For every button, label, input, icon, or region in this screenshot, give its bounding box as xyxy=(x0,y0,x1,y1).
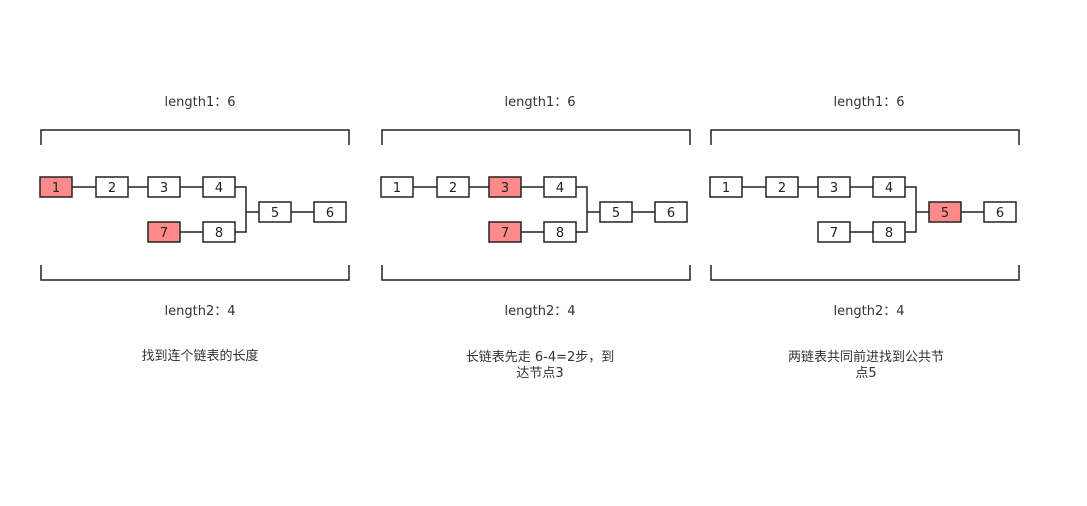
panel-1-node-7-box xyxy=(147,221,181,243)
panel-2-merge-bracket xyxy=(576,186,588,233)
panel-3-node-6-box xyxy=(983,201,1017,223)
panel-1-node-4-label: 4 xyxy=(215,181,223,196)
panel-3-node-8-label: 8 xyxy=(885,226,893,241)
panel-3-node-2-box xyxy=(765,176,799,198)
panel-1-node-2-box xyxy=(95,176,129,198)
panel-3-bottom-bracket xyxy=(710,265,1020,281)
panel-2-node-5-label: 5 xyxy=(612,206,620,221)
panel-1-merge-bracket xyxy=(235,186,247,233)
panel-3-node-5-label: 5 xyxy=(941,206,949,221)
panel-1-node-1-box xyxy=(39,176,73,198)
panel-3-node-2-label: 2 xyxy=(778,181,786,196)
panel-3-caption-line-2: 点5 xyxy=(855,366,877,381)
panel-1-length2-label: length2：4 xyxy=(164,304,236,319)
panel-2-top-bracket xyxy=(381,129,691,145)
panel-3-length2-label: length2：4 xyxy=(833,304,905,319)
panel-2-node-2-label: 2 xyxy=(449,181,457,196)
panel-2-node-2-box xyxy=(436,176,470,198)
panel-1-node-8-label: 8 xyxy=(215,226,223,241)
panel-2-caption-line-1: 长链表先走 6-4=2步，到 xyxy=(465,350,615,365)
panel-2-length2-label: length2：4 xyxy=(504,304,576,319)
panel-3-node-8-box xyxy=(872,221,906,243)
panel-1-node-3-label: 3 xyxy=(160,181,168,196)
panel-2-node-4-label: 4 xyxy=(556,181,564,196)
panel-1-node-6-box xyxy=(313,201,347,223)
panel-2-node-3-label: 3 xyxy=(501,181,509,196)
panel-3-node-3-label: 3 xyxy=(830,181,838,196)
panel-3-length1-label: length1：6 xyxy=(833,95,905,110)
panel-2-node-5-box xyxy=(599,201,633,223)
panel-1-length1-label: length1：6 xyxy=(164,95,236,110)
panel-1-bottom-bracket xyxy=(40,265,350,281)
panel-2-node-4-box xyxy=(543,176,577,198)
panel-3-node-4-label: 4 xyxy=(885,181,893,196)
panel-1-node-5-box xyxy=(258,201,292,223)
panel-1-node-6-label: 6 xyxy=(326,206,334,221)
panel-1-node-2-label: 2 xyxy=(108,181,116,196)
panel-2-bottom-bracket xyxy=(381,265,691,281)
panel-2-node-8-box xyxy=(543,221,577,243)
panel-3-merge-bracket xyxy=(905,186,917,233)
panel-1-node-3-box xyxy=(147,176,181,198)
panel-3-caption: 两链表共同前进找到公共节 点5 xyxy=(766,350,966,382)
panel-1-node-1-label: 1 xyxy=(52,181,60,196)
panel-3-node-7-label: 7 xyxy=(830,226,838,241)
panel-1-top-bracket xyxy=(40,129,350,145)
panel-1-node-4-box xyxy=(202,176,236,198)
panel-2-node-7-label: 7 xyxy=(501,226,509,241)
panel-2-node-1-box xyxy=(380,176,414,198)
panel-2-node-7-box xyxy=(488,221,522,243)
panel-3-node-7-box xyxy=(817,221,851,243)
panel-2-caption-line-2: 达节点3 xyxy=(516,366,564,381)
panel-1-node-5-label: 5 xyxy=(271,206,279,221)
panel-3-node-3-box xyxy=(817,176,851,198)
panel-2-node-6-label: 6 xyxy=(667,206,675,221)
panel-3-node-6-label: 6 xyxy=(996,206,1004,221)
panel-3-node-1-box xyxy=(709,176,743,198)
panel-3-node-4-box xyxy=(872,176,906,198)
panel-3-node-5-box xyxy=(928,201,962,223)
panel-2-node-1-label: 1 xyxy=(393,181,401,196)
panel-2-node-8-label: 8 xyxy=(556,226,564,241)
panel-2-node-6-box xyxy=(654,201,688,223)
panel-2-caption: 长链表先走 6-4=2步，到 达节点3 xyxy=(440,350,640,382)
panel-2-node-3-box xyxy=(488,176,522,198)
panel-3-top-bracket xyxy=(710,129,1020,145)
panel-3-caption-line-1: 两链表共同前进找到公共节 xyxy=(787,350,944,365)
panel-3-node-1-label: 1 xyxy=(722,181,730,196)
panel-1-node-7-label: 7 xyxy=(160,226,168,241)
panel-1-node-8-box xyxy=(202,221,236,243)
panel-2-length1-label: length1：6 xyxy=(504,95,576,110)
panel-1-caption-line-1: 找到连个链表的长度 xyxy=(141,349,259,364)
panel-1-caption: 找到连个链表的长度 xyxy=(100,349,300,365)
